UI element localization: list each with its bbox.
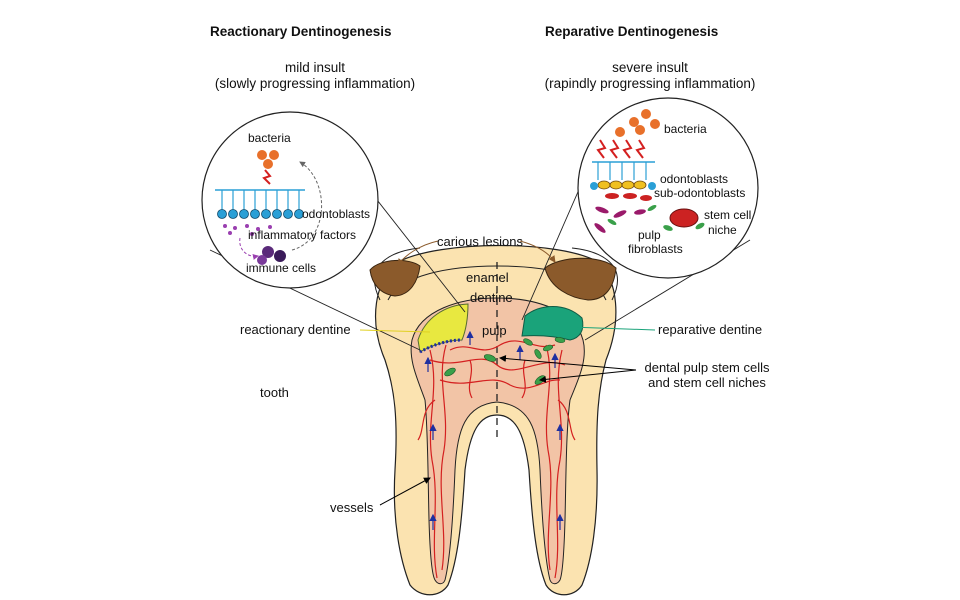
left-bacteria-label: bacteria: [248, 131, 291, 145]
reactionary-dentine-label: reactionary dentine: [240, 322, 351, 337]
tooth-label: tooth: [260, 385, 289, 400]
crown-outline-right: [571, 247, 618, 301]
carious-lesions-label: carious lesions: [437, 234, 523, 249]
fibroblasts-label: fibroblasts: [628, 242, 683, 256]
inflammatory-factors-label: inflammatory factors: [248, 228, 357, 242]
vessels-label: vessels: [330, 500, 374, 515]
left-title: Reactionary Dentinogenesis: [210, 24, 392, 39]
immune-cells-label: immune cells: [246, 261, 317, 275]
left-inset: [201, 111, 379, 289]
stem-cells: [444, 337, 566, 385]
right-bacteria-label: bacteria: [664, 122, 707, 136]
leader-lines: [359, 240, 656, 506]
reparative-dentine-zone: [521, 306, 584, 341]
stem-cell-label: stem cell: [704, 208, 752, 222]
stem-cells-label-line2: and stem cell niches: [648, 375, 766, 390]
carious-lesion-right: [544, 257, 617, 301]
left-subtitle-line1: mild insult: [284, 60, 346, 75]
right-inset: [577, 97, 759, 279]
pulp-label: pulp: [482, 323, 507, 338]
stem-cells-label-line1: dental pulp stem cells: [644, 360, 770, 375]
reparative-dentine-label: reparative dentine: [658, 322, 763, 337]
pulp-inset-label: pulp: [638, 228, 661, 242]
flow-arrows: [424, 330, 564, 530]
crown-outline-left: [374, 247, 421, 301]
niche-label: niche: [708, 223, 737, 237]
right-subtitle-line1: severe insult: [612, 60, 688, 75]
dentine-label: dentine: [470, 290, 513, 305]
sub-odontoblasts-label: sub-odontoblasts: [654, 186, 746, 200]
enamel-label: enamel: [466, 270, 509, 285]
carious-lesion-left: [369, 260, 421, 297]
odontoblast-layer-left: [419, 338, 463, 354]
right-subtitle-line2: (rapindly progressing inflammation): [544, 76, 756, 91]
left-odontoblasts-label: odontoblasts: [302, 207, 371, 221]
right-odontoblasts-label: odontoblasts: [660, 172, 729, 186]
right-title: Reparative Dentinogenesis: [545, 24, 719, 39]
left-subtitle-line2: (slowly progressing inflammation): [214, 76, 416, 91]
